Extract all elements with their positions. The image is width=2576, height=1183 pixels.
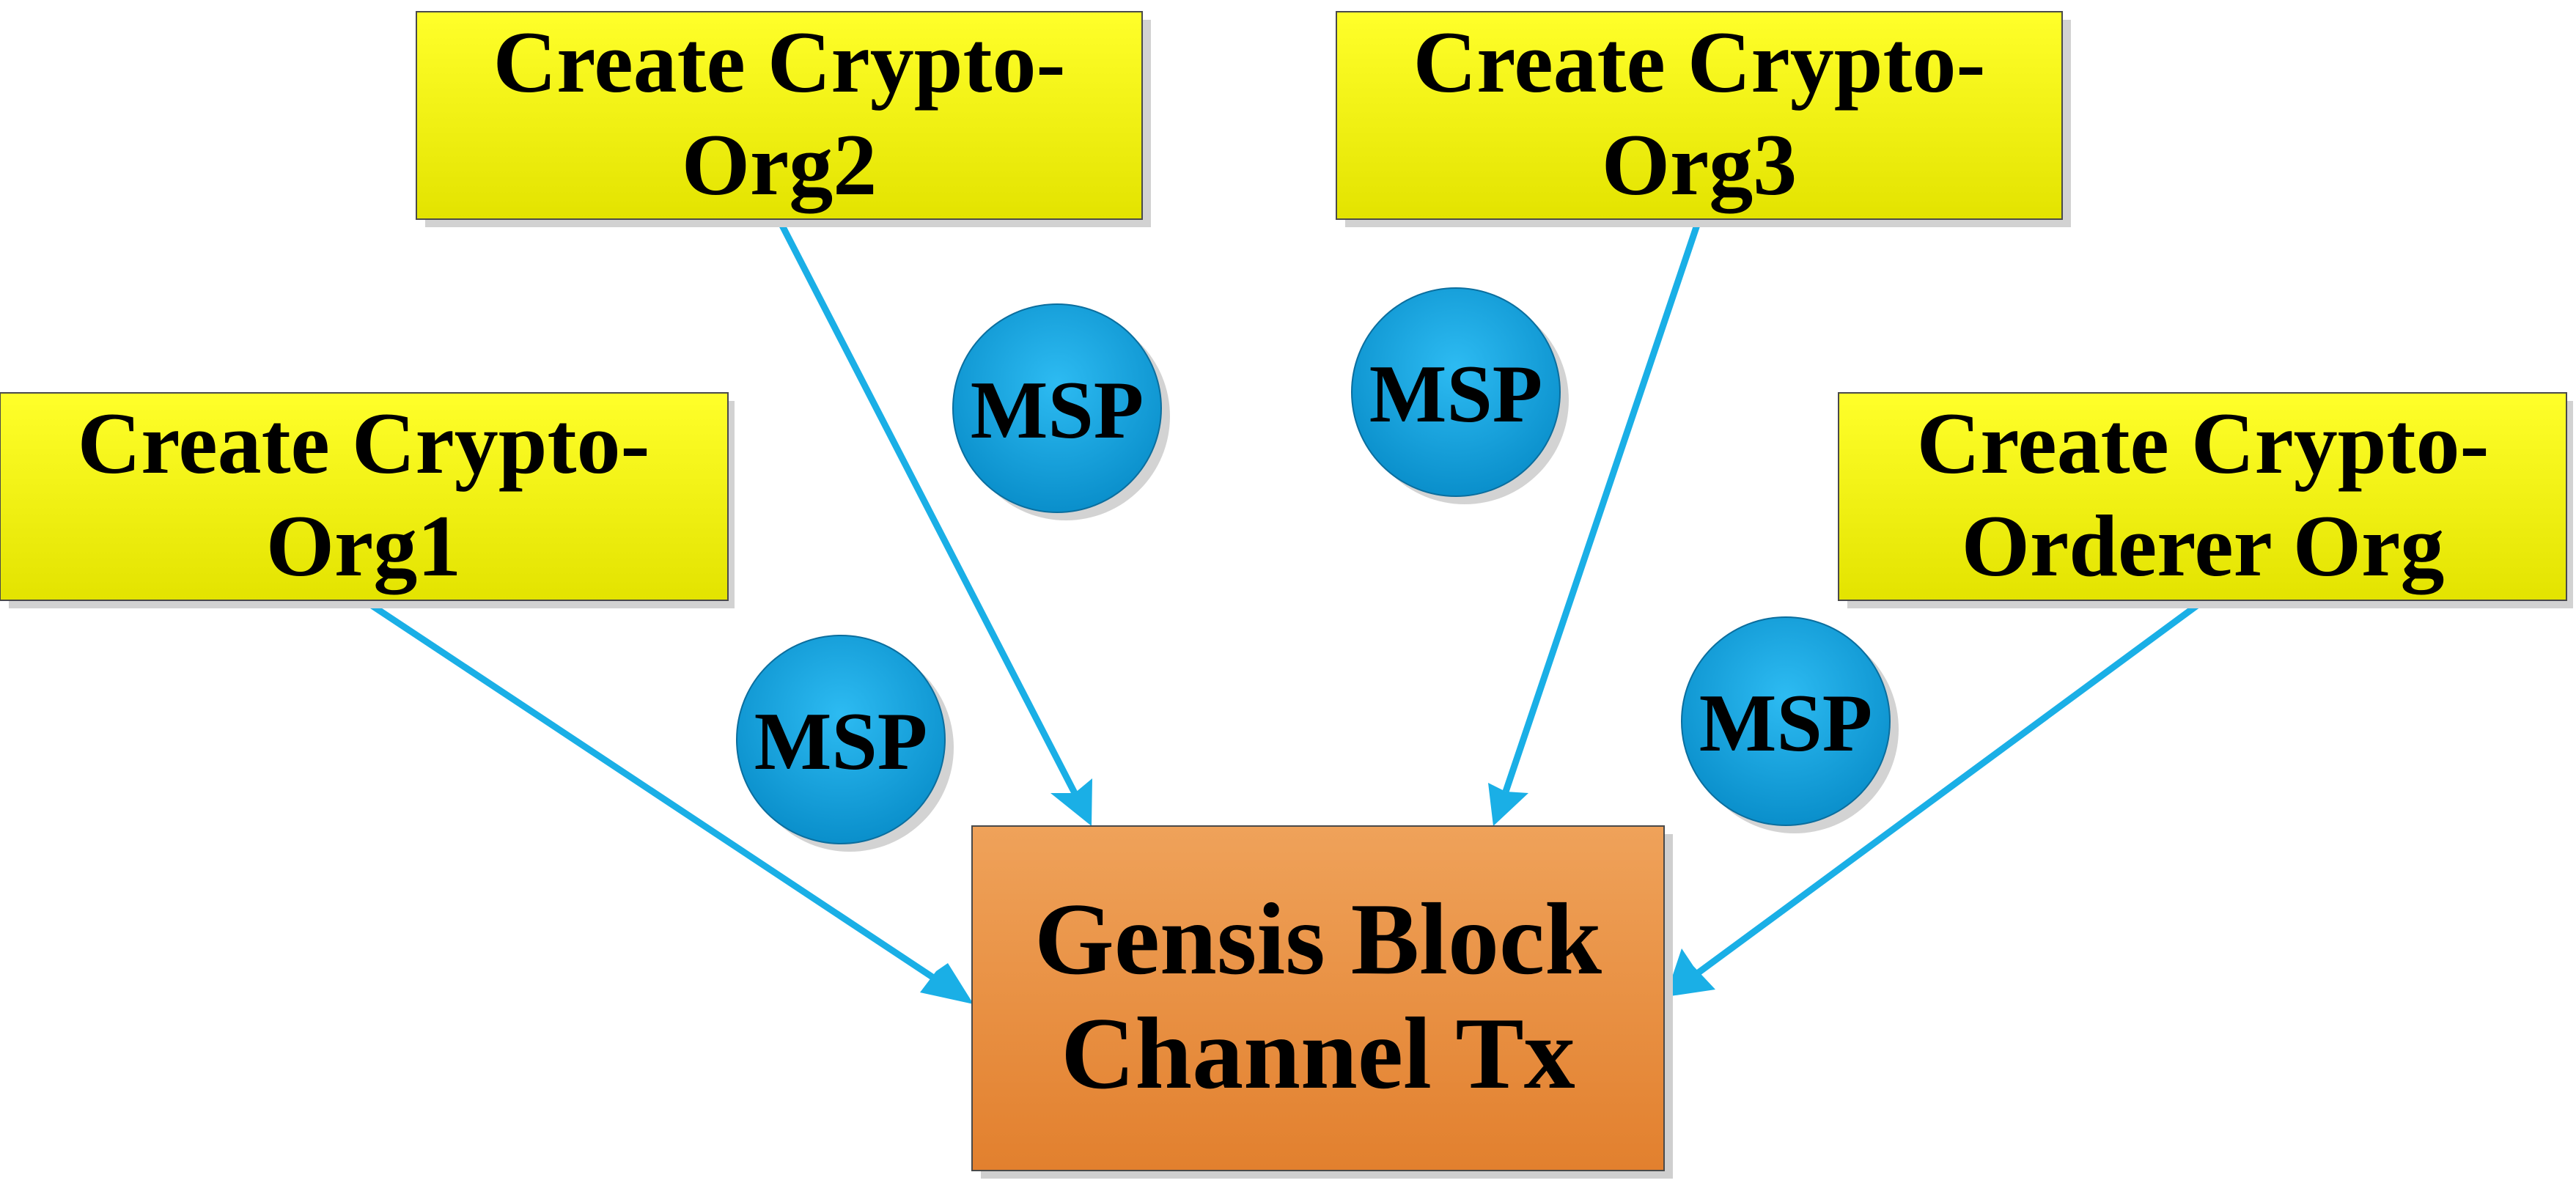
org3-label-line1: Create Crypto-	[1413, 13, 1986, 111]
org-box-org3: Create Crypto- Org3	[1336, 11, 2071, 227]
msp-label-2: MSP	[1369, 349, 1542, 440]
org-box-orderer: Create Crypto- Orderer Org	[1838, 392, 2573, 608]
org3-label-line2: Org3	[1602, 116, 1797, 214]
msp-label-1: MSP	[971, 365, 1144, 456]
org1-label-line1: Create Crypto-	[78, 394, 650, 492]
arrow-org2-to-target	[775, 216, 1092, 826]
msp-badge-1: MSP	[952, 303, 1170, 520]
msp-badge-3: MSP	[736, 635, 954, 852]
org2-label-line2: Org2	[682, 116, 877, 214]
arrow-org1-to-target	[361, 597, 974, 1004]
msp-label-3: MSP	[754, 696, 927, 787]
orderer-label-line1: Create Crypto-	[1917, 394, 2489, 492]
org2-label-line1: Create Crypto-	[493, 13, 1066, 111]
org-box-org2: Create Crypto- Org2	[416, 11, 1151, 227]
arrow-orderer-to-target	[1666, 597, 2207, 997]
orderer-label-line2: Orderer Org	[1962, 497, 2445, 595]
arrow-org3-to-target	[1488, 217, 1703, 826]
target-box: Gensis Block Channel Tx	[971, 825, 1673, 1179]
target-label-line2: Channel Tx	[1061, 997, 1575, 1110]
msp-badge-4: MSP	[1681, 616, 1899, 833]
target-label-line1: Gensis Block	[1034, 882, 1602, 996]
org1-label-line2: Org1	[266, 497, 462, 595]
arrows	[361, 216, 2207, 1004]
msp-label-4: MSP	[1699, 678, 1872, 769]
org-box-org1: Create Crypto- Org1	[0, 392, 735, 608]
msp-badge-2: MSP	[1351, 287, 1569, 504]
